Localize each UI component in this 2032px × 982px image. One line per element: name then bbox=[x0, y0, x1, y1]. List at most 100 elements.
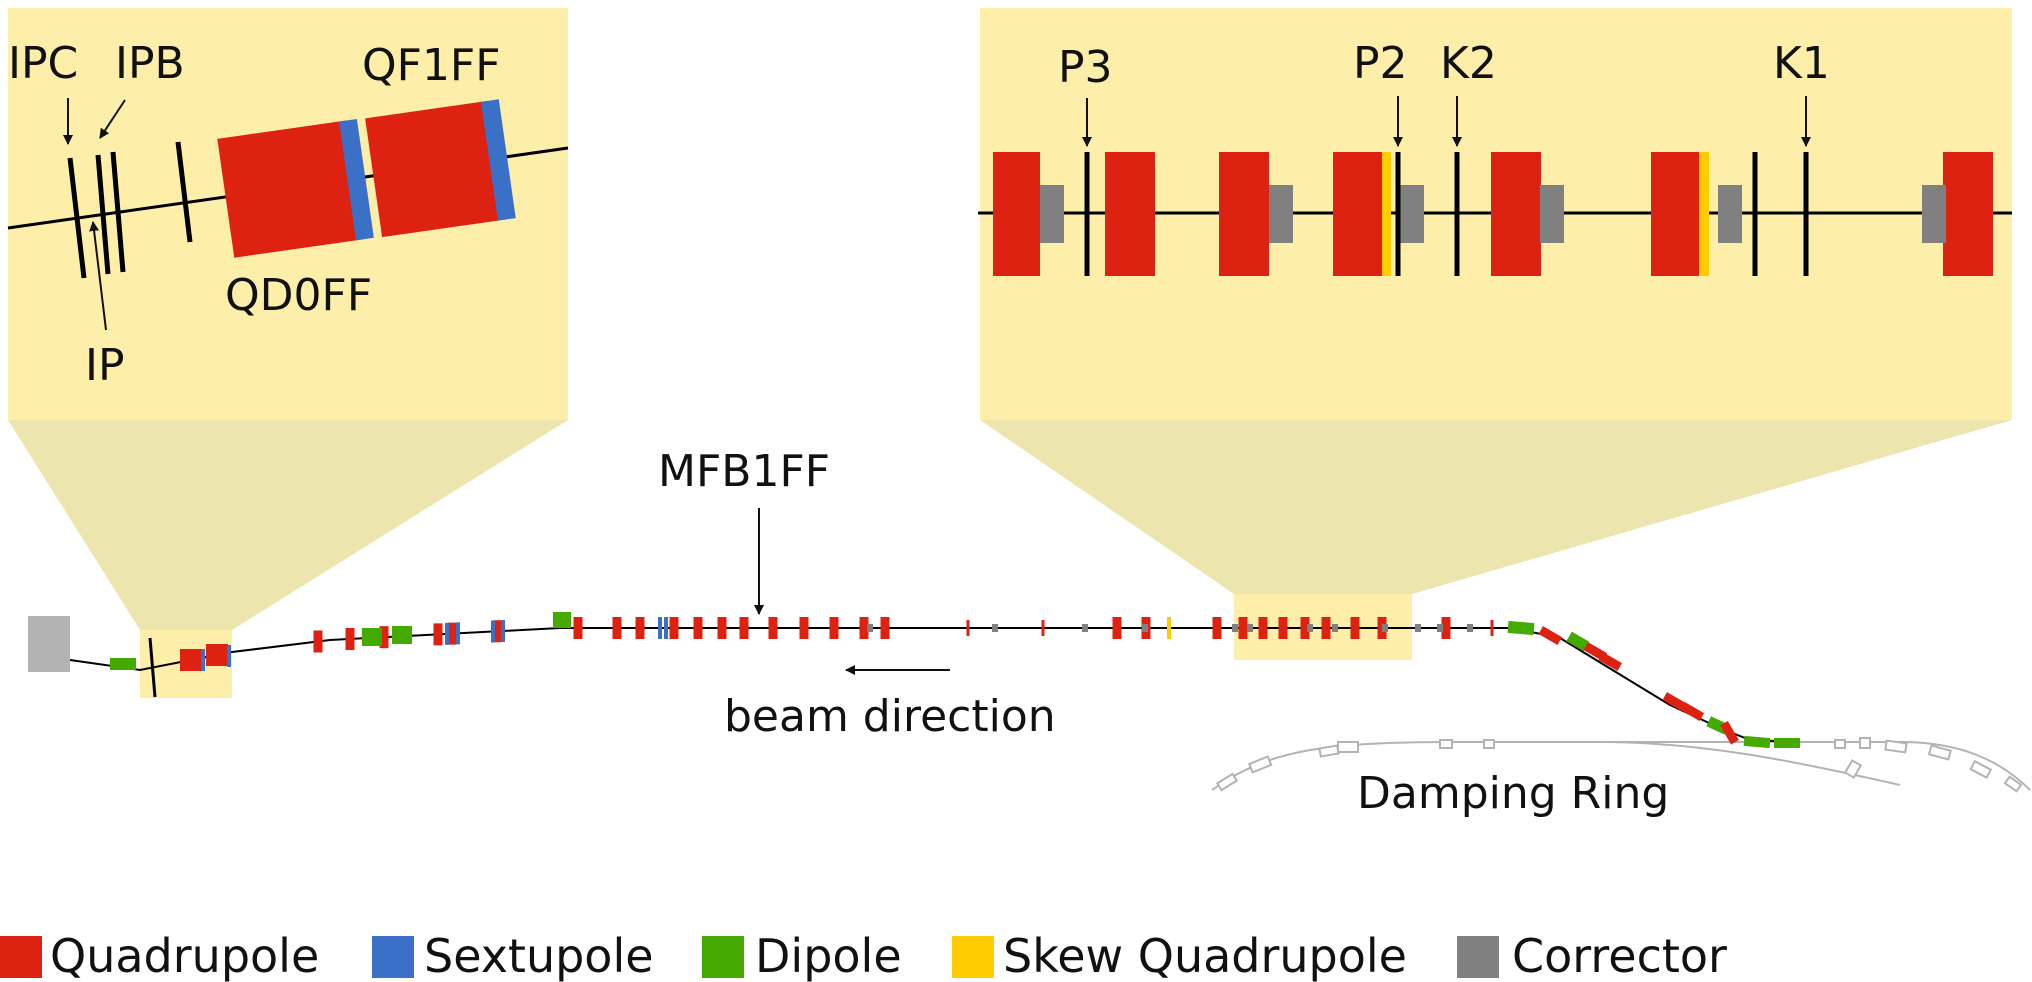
skew-quadrupole bbox=[1382, 152, 1391, 276]
corrector bbox=[1142, 624, 1148, 632]
quadrupole bbox=[993, 152, 1040, 276]
quadrupole bbox=[379, 626, 389, 649]
qf1ff-quadrupole bbox=[365, 100, 505, 238]
corrector bbox=[1922, 185, 1946, 243]
quadrupole bbox=[1538, 626, 1563, 645]
qd0ff-quadrupole bbox=[217, 120, 363, 258]
corrector bbox=[1382, 624, 1388, 632]
quadrupole bbox=[1105, 152, 1155, 276]
dipole bbox=[1743, 735, 1771, 749]
skew-quadrupole bbox=[1699, 152, 1709, 276]
quadrupole bbox=[612, 617, 622, 639]
legend-label-quadrupole: Quadrupole bbox=[50, 929, 319, 982]
legend-swatch-quadrupole bbox=[0, 936, 42, 978]
left-inset: IPC IPB QF1FF QD0FF IP bbox=[7, 8, 569, 420]
quadrupole bbox=[433, 623, 443, 646]
ip-extra-marker bbox=[175, 141, 193, 243]
quadrupole bbox=[1943, 152, 1993, 276]
label-mfb1ff: MFB1FF bbox=[658, 446, 830, 497]
skew-quadrupole bbox=[1167, 617, 1171, 639]
right-zoom-connector bbox=[980, 420, 2012, 594]
damping-ring-element bbox=[1859, 737, 1871, 749]
damping-ring-element bbox=[1337, 741, 1359, 753]
quadrupole bbox=[880, 617, 890, 639]
legend-swatch-corrector bbox=[1457, 936, 1499, 978]
damping-ring-element bbox=[2003, 775, 2023, 793]
quadrupole bbox=[768, 617, 778, 639]
quadrupole bbox=[829, 617, 839, 639]
quadrupole bbox=[1490, 620, 1494, 636]
quadrupole bbox=[1321, 617, 1331, 639]
quadrupole bbox=[1350, 617, 1360, 639]
quadrupole bbox=[1041, 620, 1045, 636]
corrector bbox=[1718, 185, 1742, 243]
arrow-ip bbox=[89, 221, 107, 331]
sextupole bbox=[227, 645, 231, 667]
quadrupole bbox=[313, 630, 323, 653]
ip-marker-small bbox=[148, 637, 157, 698]
quadrupole bbox=[573, 617, 583, 639]
sextupole bbox=[491, 620, 495, 643]
sextupole bbox=[201, 649, 205, 671]
quadrupole bbox=[1112, 617, 1122, 639]
corrector bbox=[1040, 185, 1064, 243]
quadrupole bbox=[493, 620, 503, 643]
corrector bbox=[1232, 624, 1238, 632]
label-p3: P3 bbox=[1058, 42, 1113, 93]
damping-ring bbox=[1211, 737, 2031, 793]
sextupole bbox=[445, 622, 449, 645]
label-beam-direction: beam direction bbox=[724, 691, 1056, 742]
qd0ff-sextupole bbox=[339, 118, 374, 241]
arrow-ipb bbox=[99, 99, 126, 139]
corrector bbox=[1332, 624, 1338, 632]
quadrupole bbox=[693, 617, 703, 639]
label-k2: K2 bbox=[1440, 38, 1497, 89]
quadrupole bbox=[1219, 152, 1269, 276]
corrector bbox=[1269, 185, 1293, 243]
corrector bbox=[1467, 624, 1473, 632]
quadrupole bbox=[206, 644, 228, 666]
legend-swatch-sextupole bbox=[372, 936, 414, 978]
quadrupole bbox=[966, 620, 970, 636]
corrector bbox=[992, 624, 998, 632]
damping-ring-element bbox=[1884, 739, 1908, 754]
legend-swatch-dipole bbox=[702, 936, 744, 978]
quadrupole bbox=[1720, 720, 1739, 745]
legend-label-sextupole: Sextupole bbox=[424, 929, 654, 982]
corrector bbox=[1437, 624, 1443, 632]
label-qd0ff: QD0FF bbox=[225, 270, 372, 321]
legend-label-corrector: Corrector bbox=[1512, 929, 1727, 982]
main-beamline-view: MFB1FF beam direction Damping Ring bbox=[28, 446, 2031, 819]
corrector bbox=[1247, 624, 1253, 632]
quadrupole bbox=[1680, 702, 1705, 721]
sextupole bbox=[658, 617, 662, 639]
label-qf1ff: QF1FF bbox=[362, 40, 501, 91]
quadrupole bbox=[1651, 152, 1701, 276]
quadrupole bbox=[1598, 652, 1623, 671]
sextupole bbox=[501, 619, 505, 642]
legend-label-dipole: Dipole bbox=[755, 929, 902, 982]
quadrupole bbox=[1333, 152, 1383, 276]
damping-ring-element bbox=[1927, 744, 1952, 761]
quadrupole bbox=[859, 617, 869, 639]
ipb-marker bbox=[110, 151, 126, 273]
damping-ring-element bbox=[1483, 739, 1495, 749]
label-ip: IP bbox=[85, 340, 125, 391]
quadrupole bbox=[1278, 617, 1288, 639]
ip-marker bbox=[95, 154, 111, 275]
damping-ring-element bbox=[1969, 759, 1993, 779]
beam-dump bbox=[28, 616, 70, 672]
dipole bbox=[392, 626, 412, 644]
quadrupole bbox=[739, 617, 749, 639]
qf1ff-sextupole bbox=[480, 99, 516, 221]
corrector bbox=[867, 624, 873, 632]
legend-label-skew-quadrupole: Skew Quadrupole bbox=[1003, 929, 1407, 982]
dipole bbox=[1774, 738, 1800, 748]
dipole bbox=[110, 658, 136, 670]
corrector bbox=[1082, 624, 1088, 632]
damping-ring-element bbox=[1318, 744, 1340, 758]
sextupole bbox=[456, 622, 460, 645]
left-zoom-connector bbox=[8, 420, 568, 630]
quadrupole bbox=[1491, 152, 1541, 276]
